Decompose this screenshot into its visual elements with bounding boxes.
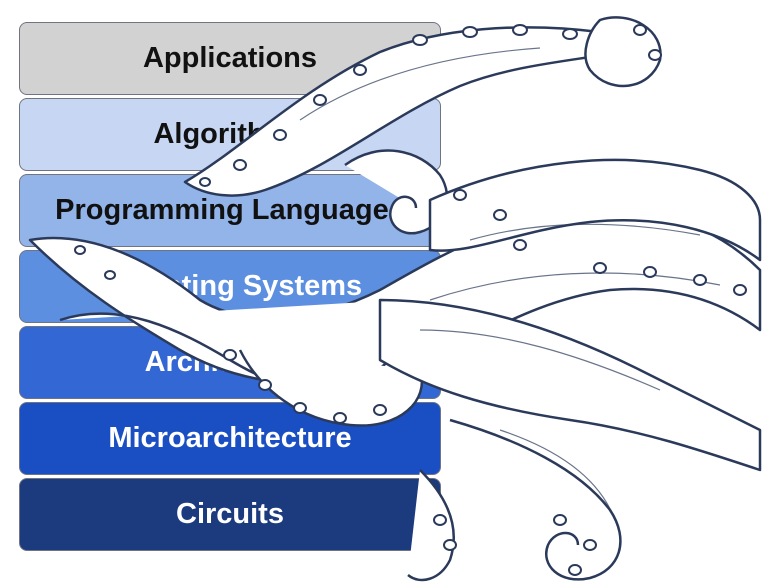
layer-circuits: Circuits (19, 478, 441, 551)
layer-programming-languages: Programming Languages (19, 174, 441, 247)
